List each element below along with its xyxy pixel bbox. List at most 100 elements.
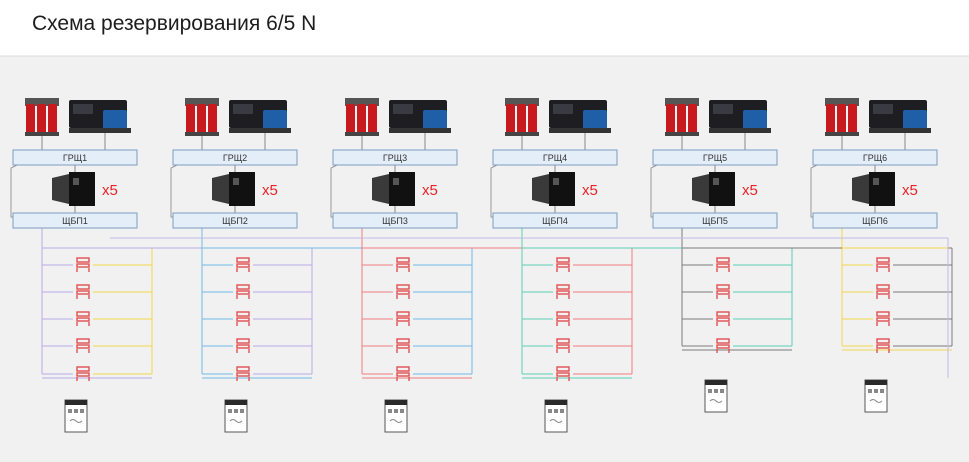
rack-icon [396, 284, 410, 299]
load-unit-wave [69, 419, 83, 423]
rack-icon-top [716, 284, 730, 290]
rack-icon [556, 284, 570, 299]
rack-icon [876, 257, 890, 272]
load-unit-slot [880, 389, 884, 393]
rack-icon-top [556, 366, 570, 372]
load-unit-slot [554, 409, 558, 413]
ups-count-label: x5 [902, 182, 918, 199]
rack-icon-top [876, 311, 890, 317]
transformer-coil [346, 104, 355, 134]
rack-icon [716, 257, 730, 272]
transformer-coil [677, 104, 686, 134]
rack-icon-mid [556, 317, 570, 322]
grsh-shbp-link [170, 164, 178, 218]
load-unit-slot [74, 409, 78, 413]
ups-side [212, 174, 229, 204]
ups-screen [553, 178, 559, 185]
rack-icon [396, 338, 410, 353]
load-unit-icon [384, 399, 408, 433]
transformer-top [185, 98, 219, 106]
rack-icon-top [76, 366, 90, 372]
load-unit-slot [240, 409, 244, 413]
load-unit-icon [64, 399, 88, 433]
transformer-coil [666, 104, 675, 134]
generator-base [549, 128, 611, 133]
transformer-coil [37, 104, 46, 134]
shbp-label: ЩБП1 [62, 216, 88, 226]
rack-icon-mid [76, 317, 90, 322]
rack-icon-top [76, 311, 90, 317]
rack-icon-top [396, 257, 410, 263]
rack-icon [76, 338, 90, 353]
shbp-box [492, 212, 618, 229]
load-unit-top [545, 400, 567, 405]
rack-icon-mid [236, 317, 250, 322]
ups-count-label: x5 [742, 182, 758, 199]
load-unit-top [225, 400, 247, 405]
generator-panel [233, 104, 253, 114]
rack-icon [76, 366, 90, 381]
load-unit-slot [394, 409, 398, 413]
ups-front [69, 172, 95, 206]
ups-front [549, 172, 575, 206]
transformer-icon [665, 98, 699, 136]
rack-icon-mid [236, 263, 250, 268]
page-title: Схема резервирования 6/5 N [32, 12, 317, 35]
generator-icon [869, 100, 931, 133]
transformer-base [665, 132, 699, 136]
rack-icon-mid [876, 344, 890, 349]
rack-icon-top [876, 284, 890, 290]
load-unit-slot [68, 409, 72, 413]
rack-icon-mid [76, 372, 90, 377]
transformer-base [825, 132, 859, 136]
load-unit-slot [400, 409, 404, 413]
load-unit-slot [708, 389, 712, 393]
rack-icon-mid [396, 317, 410, 322]
transformer-top [25, 98, 59, 106]
transformer-coil [48, 104, 57, 134]
rack-icon-mid [236, 372, 250, 377]
grsh-label: ГРЩ3 [383, 153, 407, 163]
load-unit-slot [548, 409, 552, 413]
grsh-shbp-link [490, 164, 498, 218]
rack-icon-mid [236, 344, 250, 349]
transformer-icon [825, 98, 859, 136]
rack-icon-mid [876, 290, 890, 295]
rack-icon-top [236, 257, 250, 263]
grsh-label: ГРЩ5 [703, 153, 727, 163]
rack-icon-top [236, 366, 250, 372]
rack-icon [716, 311, 730, 326]
rack-icon-mid [556, 344, 570, 349]
rack-icon-mid [556, 290, 570, 295]
load-unit-wave [229, 419, 243, 423]
generator-base [389, 128, 451, 133]
transformer-coil [26, 104, 35, 134]
generator-panel [713, 104, 733, 114]
load-unit-slot [720, 389, 724, 393]
generator-icon [69, 100, 131, 133]
load-unit-wave [389, 419, 403, 423]
rack-icon-mid [76, 263, 90, 268]
rack-icon [396, 366, 410, 381]
ups-count-label: x5 [102, 182, 118, 199]
rack-icon-top [76, 338, 90, 344]
rack-icon [716, 338, 730, 353]
generator-base [229, 128, 291, 133]
load-unit-wave [549, 419, 563, 423]
ups-icon [692, 172, 735, 206]
groups-layer: ГРЩ1x5ЩБП1ГРЩ2x5ЩБП2ГРЩ3x5ЩБП3ГРЩ4x5ЩБП4… [12, 98, 938, 433]
generator-icon [389, 100, 451, 133]
grsh-label: ГРЩ2 [223, 153, 247, 163]
rack-icon-top [876, 338, 890, 344]
load-unit-icon [544, 399, 568, 433]
shbp-label: ЩБП2 [222, 216, 248, 226]
rack-icon-top [76, 284, 90, 290]
rack-icon-top [76, 257, 90, 263]
rack-icon [76, 284, 90, 299]
grsh-shbp-link [10, 164, 18, 218]
load-unit-top [385, 400, 407, 405]
ups-screen [233, 178, 239, 185]
grsh-shbp-link [810, 164, 818, 218]
rack-icon-top [876, 257, 890, 263]
transformer-base [185, 132, 219, 136]
